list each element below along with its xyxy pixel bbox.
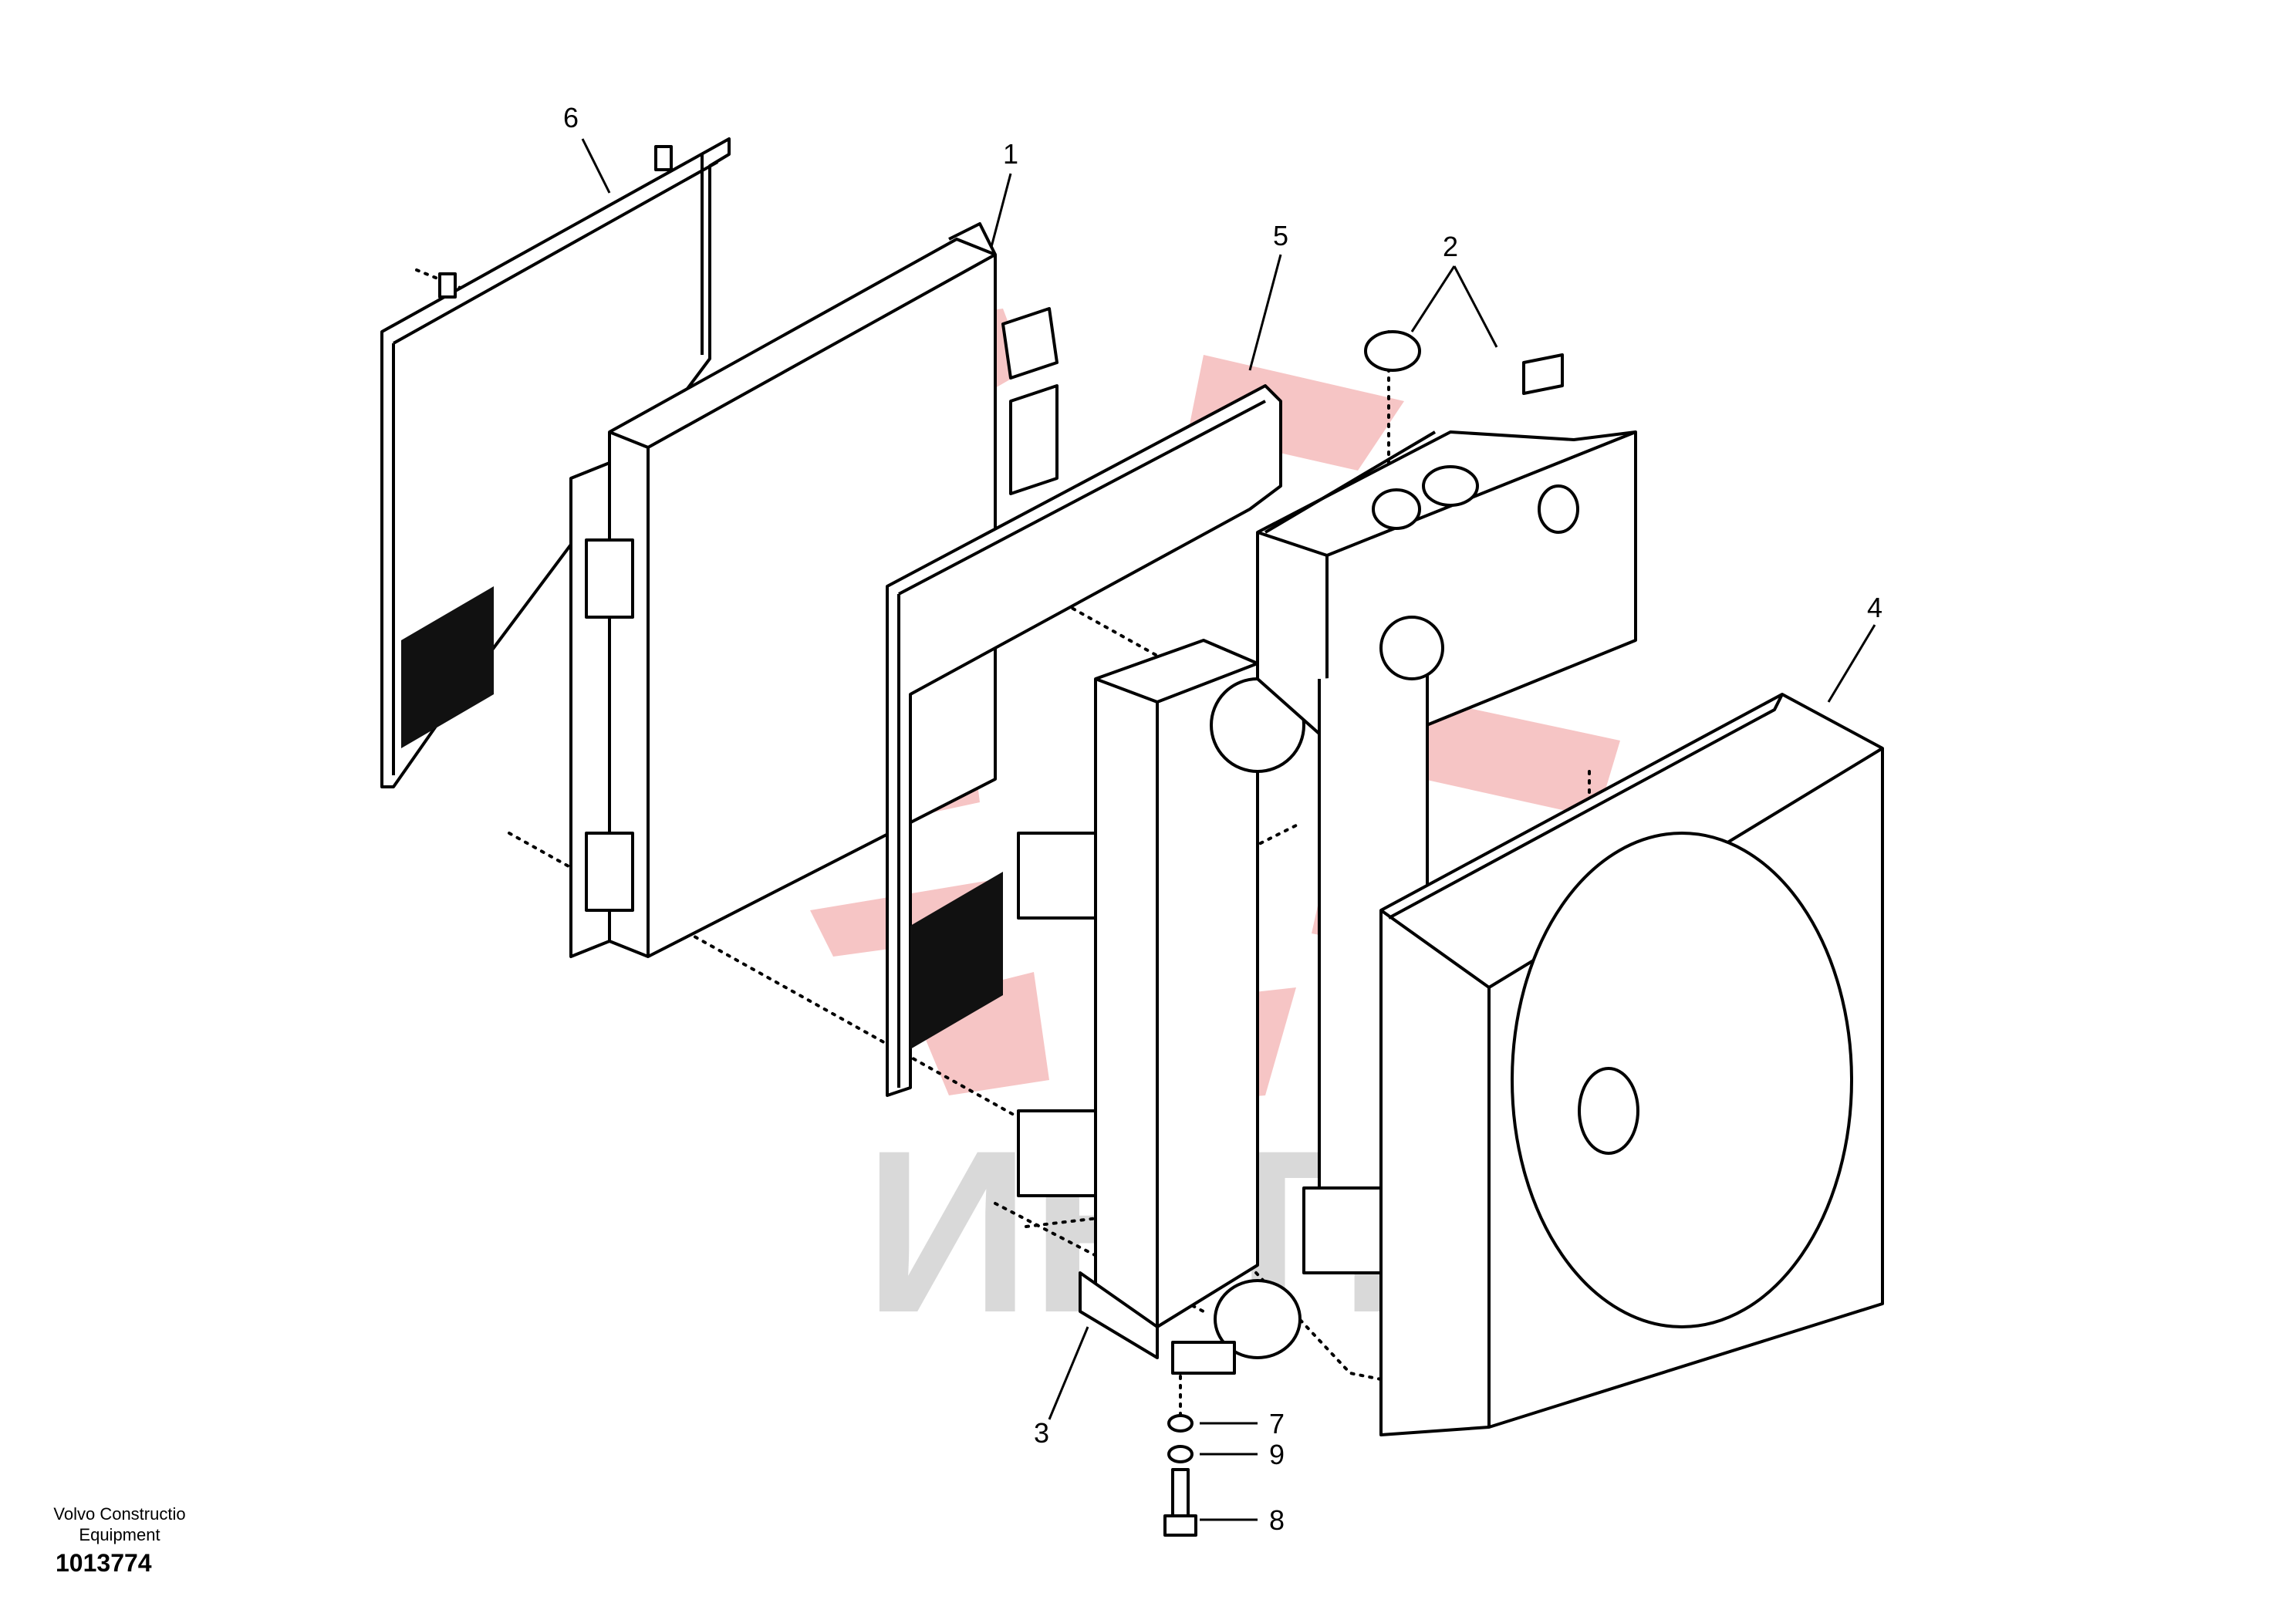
callout-6: 6 [563, 102, 579, 133]
callout-4: 4 [1867, 592, 1882, 623]
leader-lines [581, 138, 1876, 1521]
callout-9: 9 [1269, 1439, 1285, 1470]
part-6-screen [380, 137, 731, 788]
hardware-parts [1163, 1414, 1197, 1537]
brand-line-1: Volvo Constructio [53, 1504, 186, 1524]
callout-5: 5 [1273, 220, 1288, 251]
part-3-oil-cooler [1017, 639, 1305, 1375]
brand-line-2: Equipment [79, 1525, 160, 1544]
callout-8: 8 [1269, 1504, 1285, 1536]
figure-number: 1013774 [56, 1549, 152, 1577]
callouts: 6 1 5 2 4 3 7 9 8 [563, 102, 1882, 1536]
callout-7: 7 [1269, 1408, 1285, 1439]
callout-2: 2 [1443, 231, 1458, 262]
part-5-frame [886, 384, 1282, 1097]
callout-1: 1 [1003, 138, 1018, 170]
callout-3: 3 [1034, 1417, 1049, 1449]
part-4-fan-shroud [1379, 693, 1884, 1436]
